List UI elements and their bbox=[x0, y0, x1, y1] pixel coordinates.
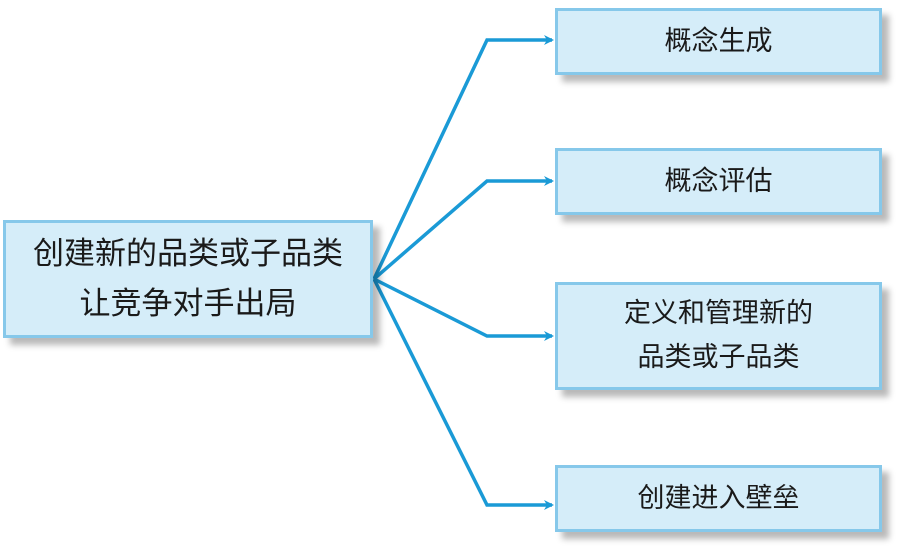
arrow-to-concept-generation bbox=[372, 35, 554, 280]
root-line1: 创建新的品类或子品类 bbox=[33, 236, 343, 272]
branch-label: 创建进入壁垒 bbox=[637, 482, 800, 514]
arrow-to-concept-evaluation bbox=[372, 176, 554, 281]
arrow-to-barriers bbox=[372, 278, 554, 510]
branch-barriers: 创建进入壁垒 bbox=[555, 465, 882, 532]
branch-label: 概念生成 bbox=[664, 25, 773, 57]
branch-label-line2: 品类或子品类 bbox=[637, 342, 800, 373]
branch-label: 概念评估 bbox=[664, 165, 773, 197]
branch-define-manage: 定义和管理新的品类或子品类 bbox=[555, 282, 882, 390]
branch-concept-generation: 概念生成 bbox=[555, 8, 882, 75]
arrow-to-define-manage bbox=[373, 277, 554, 341]
branch-concept-evaluation: 概念评估 bbox=[555, 148, 882, 215]
root-line2: 让竞争对手出局 bbox=[79, 286, 297, 322]
branch-label-line1: 定义和管理新的 bbox=[624, 298, 813, 329]
root-node: 创建新的品类或子品类让竞争对手出局 bbox=[3, 220, 373, 338]
